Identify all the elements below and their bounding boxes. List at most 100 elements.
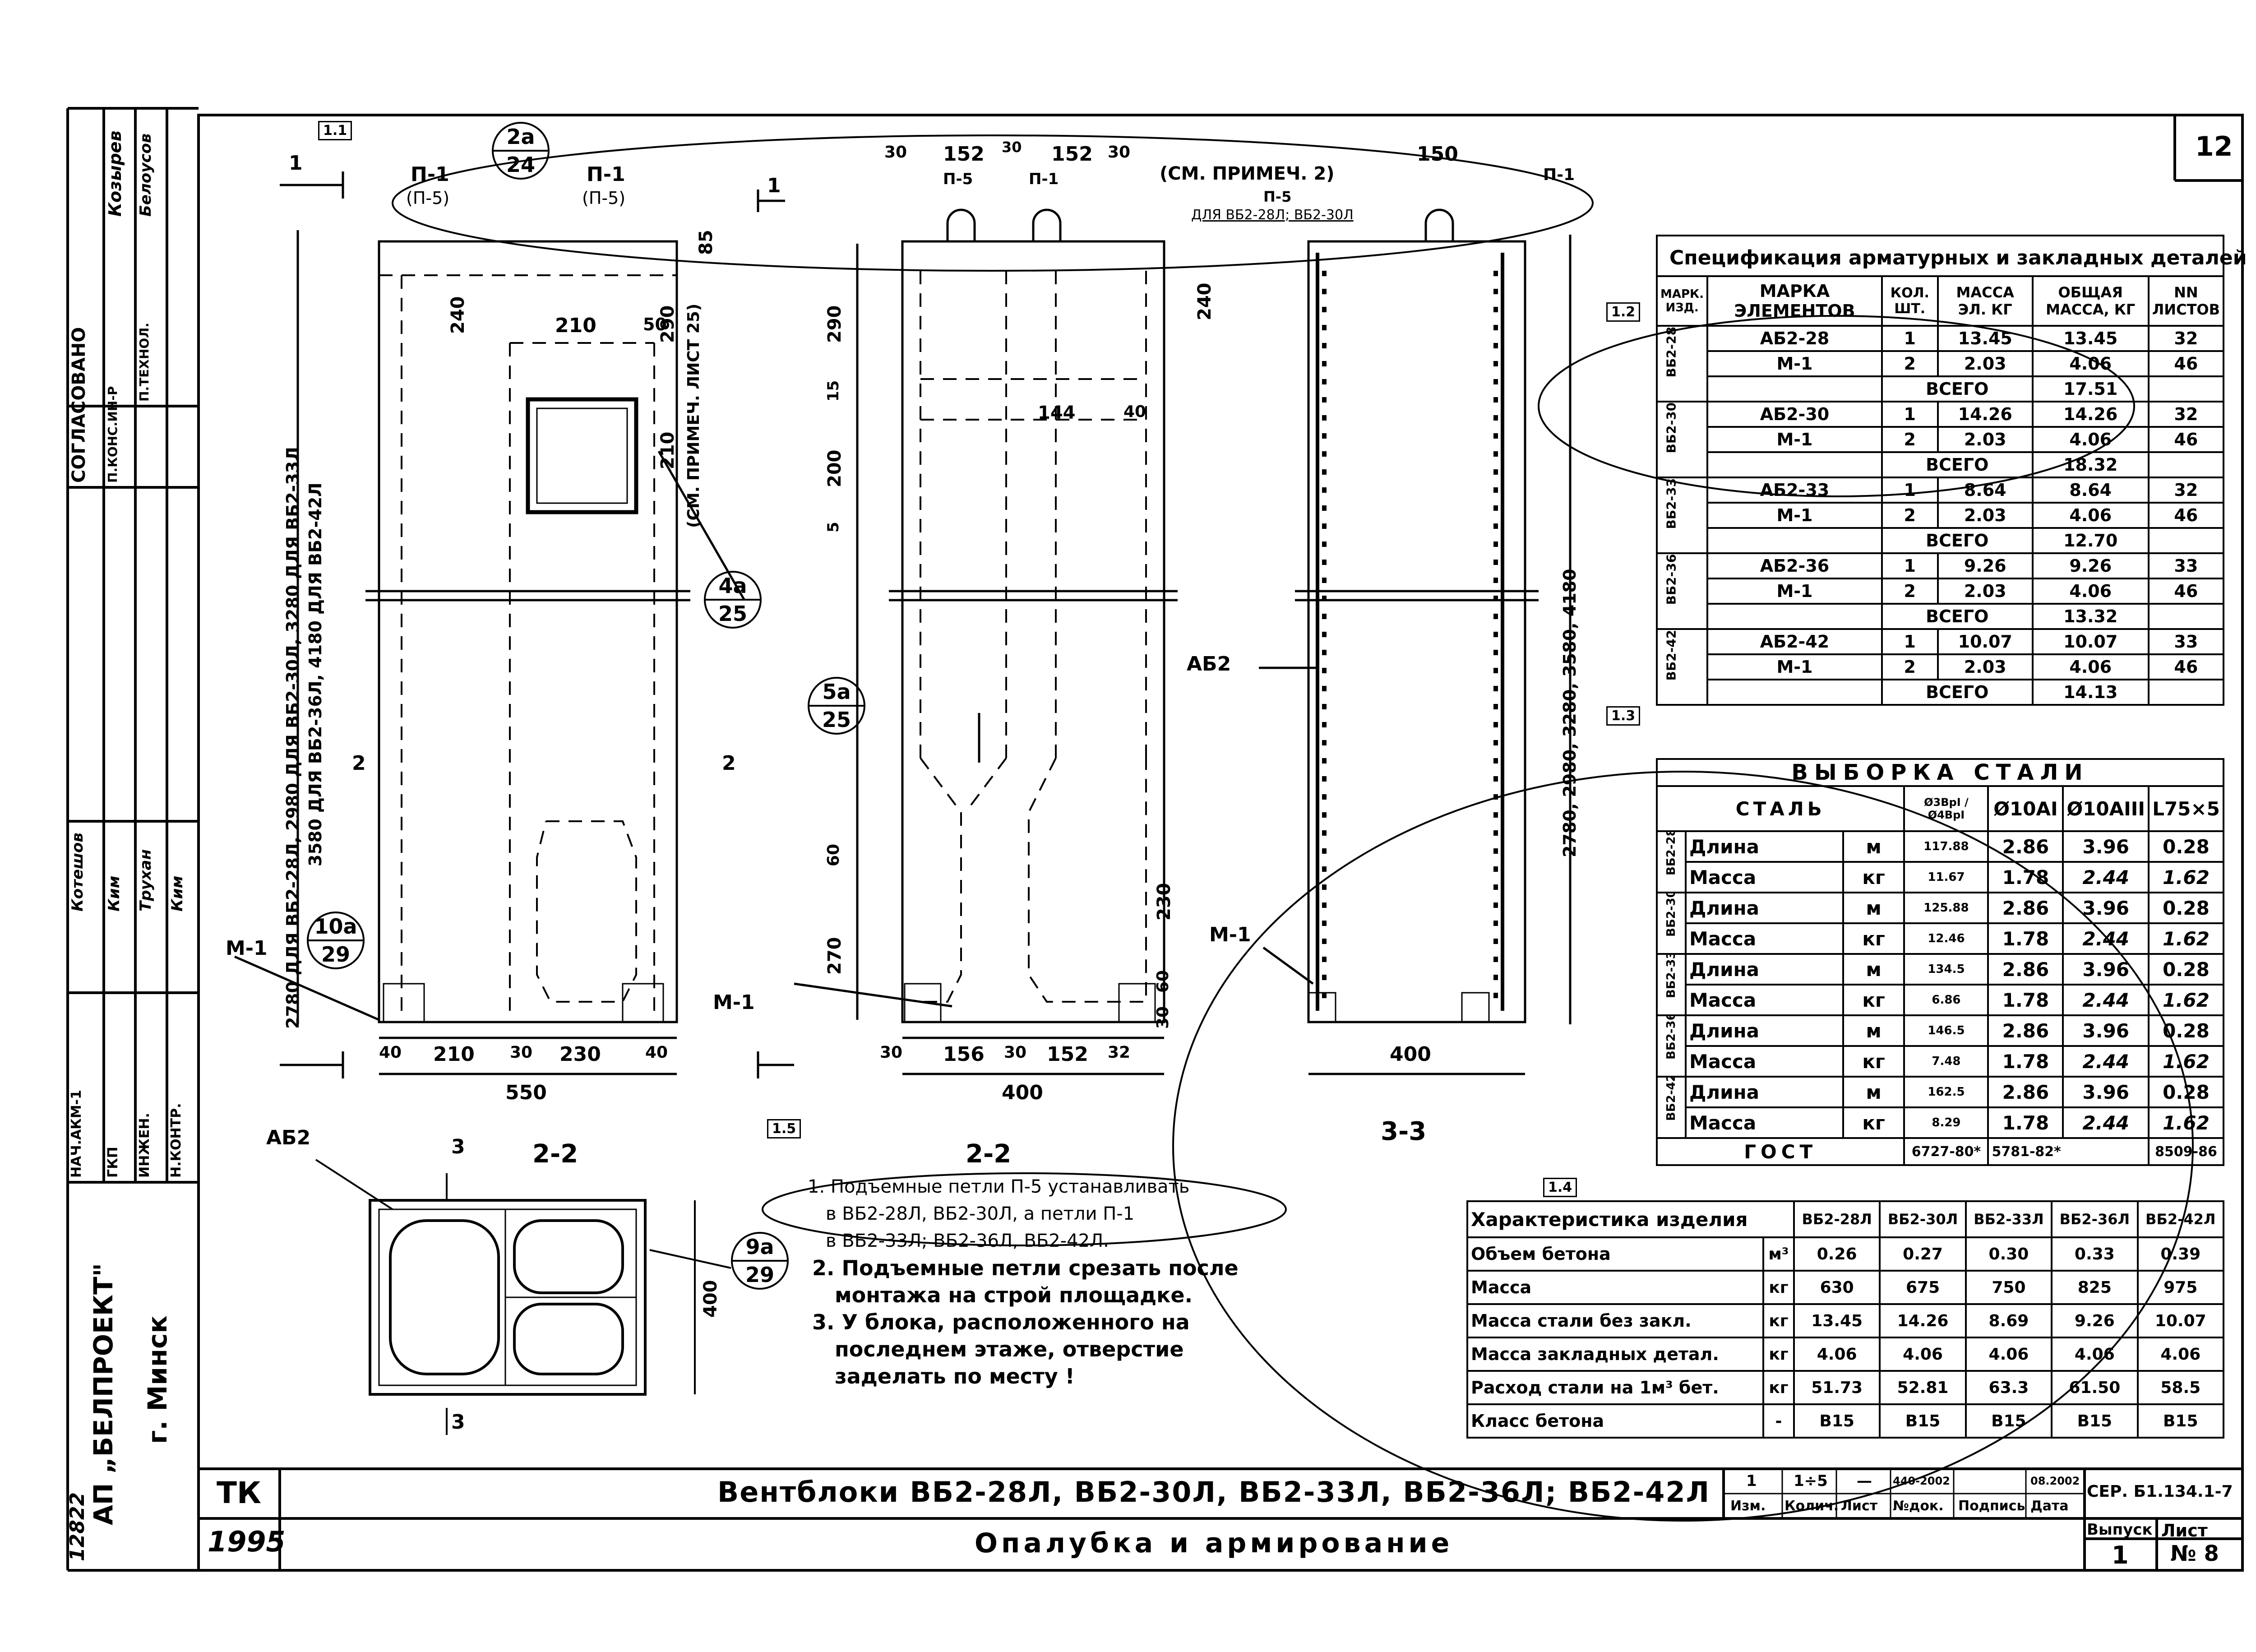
spec-cell: 4.06 xyxy=(2031,653,2150,680)
spec-mark: ВБ2-33Л xyxy=(1655,477,1709,554)
gost-2: 5781-82* xyxy=(1987,1137,2150,1166)
spec-cell: 46 xyxy=(2147,653,2225,680)
loop-c-p1: П-1 xyxy=(1543,166,1575,184)
spec-total-value: 18.32 xyxy=(2031,451,2150,478)
spec-cell: М-1 xyxy=(1706,350,1883,377)
steel-cell-a3: 2.44 xyxy=(2062,1045,2150,1078)
steel-cell-d34: 6.86 xyxy=(1903,984,1989,1016)
section-plan xyxy=(315,1159,731,1435)
spec-mark-text: ВБ2-33Л xyxy=(1664,477,1679,529)
steel-h-l: L75×5 xyxy=(2148,785,2224,832)
dim-b-290: 290 xyxy=(824,305,845,343)
loop-b-p1: П-1 xyxy=(1029,170,1059,188)
steel-cell-a1: 1.78 xyxy=(1987,1045,2064,1078)
spec-total-label: ВСЕГО xyxy=(1881,527,2034,554)
stamp-role-1b: П.КОНС.ИН-Р xyxy=(105,386,120,483)
steel-cell-unit: кг xyxy=(1842,984,1905,1016)
spec-cell: АБ2-33 xyxy=(1706,477,1883,504)
spec-cell: 8.64 xyxy=(2031,477,2150,504)
steel-cell-param: Масса xyxy=(1685,1045,1844,1078)
char-cell: 63.3 xyxy=(1965,1370,2053,1405)
sig-name-1: Котешов xyxy=(69,833,87,912)
spec-cell: АБ2-30 xyxy=(1706,401,1883,428)
dim-c-150: 150 xyxy=(1417,143,1458,166)
spec-total-value: 17.51 xyxy=(2031,375,2150,403)
spec-cell: 14.26 xyxy=(1937,401,2034,428)
dim-b-60a: 60 xyxy=(824,843,843,866)
callout-10a-29: 10а 29 xyxy=(307,912,365,969)
cut-label-1a: 1 xyxy=(289,152,303,175)
steel-cell-param: Длина xyxy=(1685,1014,1844,1047)
spec-cell: М-1 xyxy=(1706,426,1883,453)
char-h-36: ВБ2-36Л xyxy=(2051,1200,2139,1238)
stamp-header: СОГЛАСОВАНО xyxy=(69,327,89,483)
char-cell: Класс бетона xyxy=(1466,1403,1764,1439)
spec-cell: 13.45 xyxy=(1937,325,2034,352)
char-h-28: ВБ2-28Л xyxy=(1793,1200,1881,1238)
steel-cell-param: Длина xyxy=(1685,830,1844,863)
note-ref-25: (СМ. ПРИМЕЧ. ЛИСТ 25) xyxy=(684,303,703,528)
note-line-4: 2. Подъемные петли срезать после xyxy=(812,1256,1239,1280)
char-cell: 14.26 xyxy=(1879,1303,1967,1338)
spec-h-elem: МАРКА ЭЛЕМЕНТОВ xyxy=(1706,275,1883,327)
char-cell: Масса xyxy=(1466,1270,1764,1305)
dim-b-270: 270 xyxy=(824,937,845,975)
spec-cell: 4.06 xyxy=(2031,426,2150,453)
char-cell: 675 xyxy=(1879,1270,1967,1305)
char-cell: 0.33 xyxy=(2051,1236,2139,1272)
rev-tag-1-5: 1.5 xyxy=(767,1119,801,1138)
spec-cell: 2 xyxy=(1881,350,1939,377)
steel-cell-param: Длина xyxy=(1685,892,1844,924)
note-2-ref: (СМ. ПРИМЕЧ. 2) xyxy=(1160,163,1335,184)
callout-9a-29: 9а 29 xyxy=(731,1232,789,1290)
rev-tag-1-4: 1.4 xyxy=(1543,1178,1577,1197)
height-note-a2: 3580 ДЛЯ ВБ2-36Л, 4180 ДЛЯ ВБ2-42Л xyxy=(305,482,325,866)
spec-cell: 4.06 xyxy=(2031,578,2150,605)
steel-cell-a1: 2.86 xyxy=(1987,830,2064,863)
dim-290: 290 xyxy=(657,305,678,343)
spec-total-label: ВСЕГО xyxy=(1881,679,2034,706)
char-cell: 10.07 xyxy=(2136,1303,2225,1338)
spec-mark: ВБ2-30Л xyxy=(1655,401,1709,478)
sig-name-2: Ким xyxy=(105,875,123,912)
char-cell: Масса закладных детал. xyxy=(1466,1337,1764,1372)
char-cell: 4.06 xyxy=(1793,1337,1881,1372)
char-h-30: ВБ2-30Л xyxy=(1879,1200,1967,1238)
spec-cell: 2 xyxy=(1881,502,1939,529)
char-cell: 0.26 xyxy=(1793,1236,1881,1272)
steel-mark-text: ВБ2-33Л xyxy=(1664,954,1678,998)
height-note-a: 2780 ДЛЯ ВБ2-28Л, 2980 ДЛЯ ВБ2-30Л, 3280… xyxy=(283,447,303,1029)
steel-cell-param: Масса xyxy=(1685,922,1844,955)
spec-cell: 2.03 xyxy=(1937,350,2034,377)
spec-total-label: ВСЕГО xyxy=(1881,451,2034,478)
spec-mark-text: ВБ2-36Л xyxy=(1664,553,1679,605)
tb-h-doc: №док. xyxy=(1893,1498,1944,1514)
callout-10a-num: 10а xyxy=(314,914,357,939)
dim-bb-30a: 30 xyxy=(880,1043,903,1062)
loop-label-p5a: (П-5) xyxy=(406,188,450,208)
steel-mark-text: ВБ2-42Л xyxy=(1664,1077,1678,1121)
note-line-7: последнем этаже, отверстие xyxy=(835,1337,1184,1361)
char-cell: 975 xyxy=(2136,1270,2225,1305)
view-b xyxy=(794,208,1178,1075)
tb-h-izm: Изм. xyxy=(1730,1498,1766,1514)
spec-cell: 46 xyxy=(2147,578,2225,605)
steel-cell-unit: кг xyxy=(1842,1106,1905,1139)
tb-h-date: Дата xyxy=(2030,1498,2069,1514)
callout-5a-25: 5а 25 xyxy=(808,677,865,735)
dim-b-230: 230 xyxy=(1154,883,1174,921)
spec-cell: 32 xyxy=(2147,477,2225,504)
char-cell: кг xyxy=(1762,1270,1795,1305)
spec-cell: 2.03 xyxy=(1937,426,2034,453)
steel-h-a1: Ø10АI xyxy=(1987,785,2064,832)
m1-label-c: М-1 xyxy=(1209,923,1251,946)
steel-cell-unit: м xyxy=(1842,830,1905,863)
char-h-42: ВБ2-42Л xyxy=(2136,1200,2225,1238)
callout-9a-sheet: 29 xyxy=(733,1260,787,1288)
